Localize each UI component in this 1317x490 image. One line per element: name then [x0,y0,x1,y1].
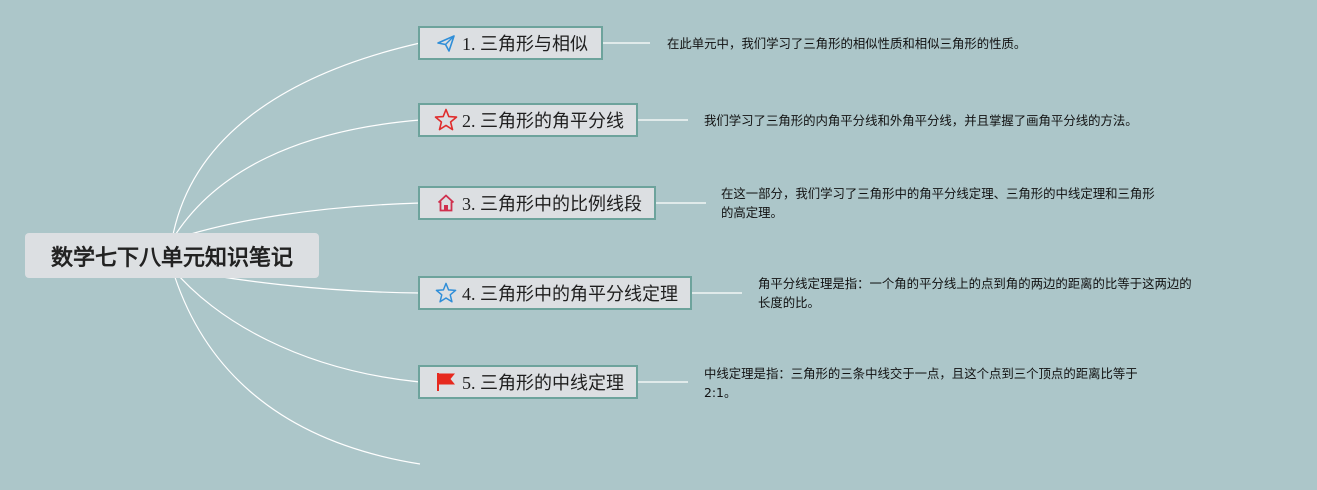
topic-5-label: 5. 三角形的中线定理 [462,373,624,393]
note-4: 角平分线定理是指：一个角的平分线上的点到角的两边的距离的比等于这两边的 长度的比… [758,274,1192,312]
note-5-line-1: 中线定理是指：三角形的三条中线交于一点，且这个点到三个顶点的距离比等于 [704,366,1138,381]
branch-connector-1 [171,42,421,241]
branch-connector-5 [171,267,421,383]
topic-4[interactable]: 4. 三角形中的角平分线定理 [418,276,692,310]
red-star-icon [434,108,458,132]
note-3: 在这一部分，我们学习了三角形中的角平分线定理、三角形的中线定理和三角形 的高定理… [721,184,1155,222]
red-flag-icon [434,370,458,394]
branch-connector-2 [171,119,421,241]
note-4-line-1: 角平分线定理是指：一个角的平分线上的点到角的两边的距离的比等于这两边的 [758,276,1192,291]
topic-3-label: 3. 三角形中的比例线段 [462,194,642,214]
home-icon [434,191,458,215]
note-3-line-1: 在这一部分，我们学习了三角形中的角平分线定理、三角形的中线定理和三角形 [721,186,1155,201]
topic-5[interactable]: 5. 三角形的中线定理 [418,365,638,399]
note-1-line-1: 在此单元中，我们学习了三角形的相似性质和相似三角形的性质。 [667,36,1027,51]
note-3-line-2: 的高定理。 [721,205,783,220]
note-1: 在此单元中，我们学习了三角形的相似性质和相似三角形的性质。 [667,34,1026,53]
blue-star-icon [434,281,458,305]
note-5-line-2: 2:1。 [704,385,737,400]
root-topic-label: 数学七下八单元知识笔记 [50,245,293,271]
root-topic[interactable]: 数学七下八单元知识笔记 [25,233,319,278]
note-2: 我们学习了三角形的内角平分线和外角平分线，并且掌握了画角平分线的方法。 [704,111,1138,130]
note-5: 中线定理是指：三角形的三条中线交于一点，且这个点到三个顶点的距离比等于 2:1。 [704,364,1138,402]
topic-2[interactable]: 2. 三角形的角平分线 [418,103,638,137]
topic-1[interactable]: 1. 三角形与相似 [418,26,603,60]
topic-2-label: 2. 三角形的角平分线 [462,111,624,131]
note-2-line-1: 我们学习了三角形的内角平分线和外角平分线，并且掌握了画角平分线的方法。 [704,113,1138,128]
branch-connector-6 [171,267,421,465]
topic-4-label: 4. 三角形中的角平分线定理 [462,284,678,304]
topic-1-label: 1. 三角形与相似 [462,34,588,54]
paper-plane-icon [434,31,458,55]
note-4-line-2: 长度的比。 [758,295,820,310]
topic-3[interactable]: 3. 三角形中的比例线段 [418,186,656,220]
